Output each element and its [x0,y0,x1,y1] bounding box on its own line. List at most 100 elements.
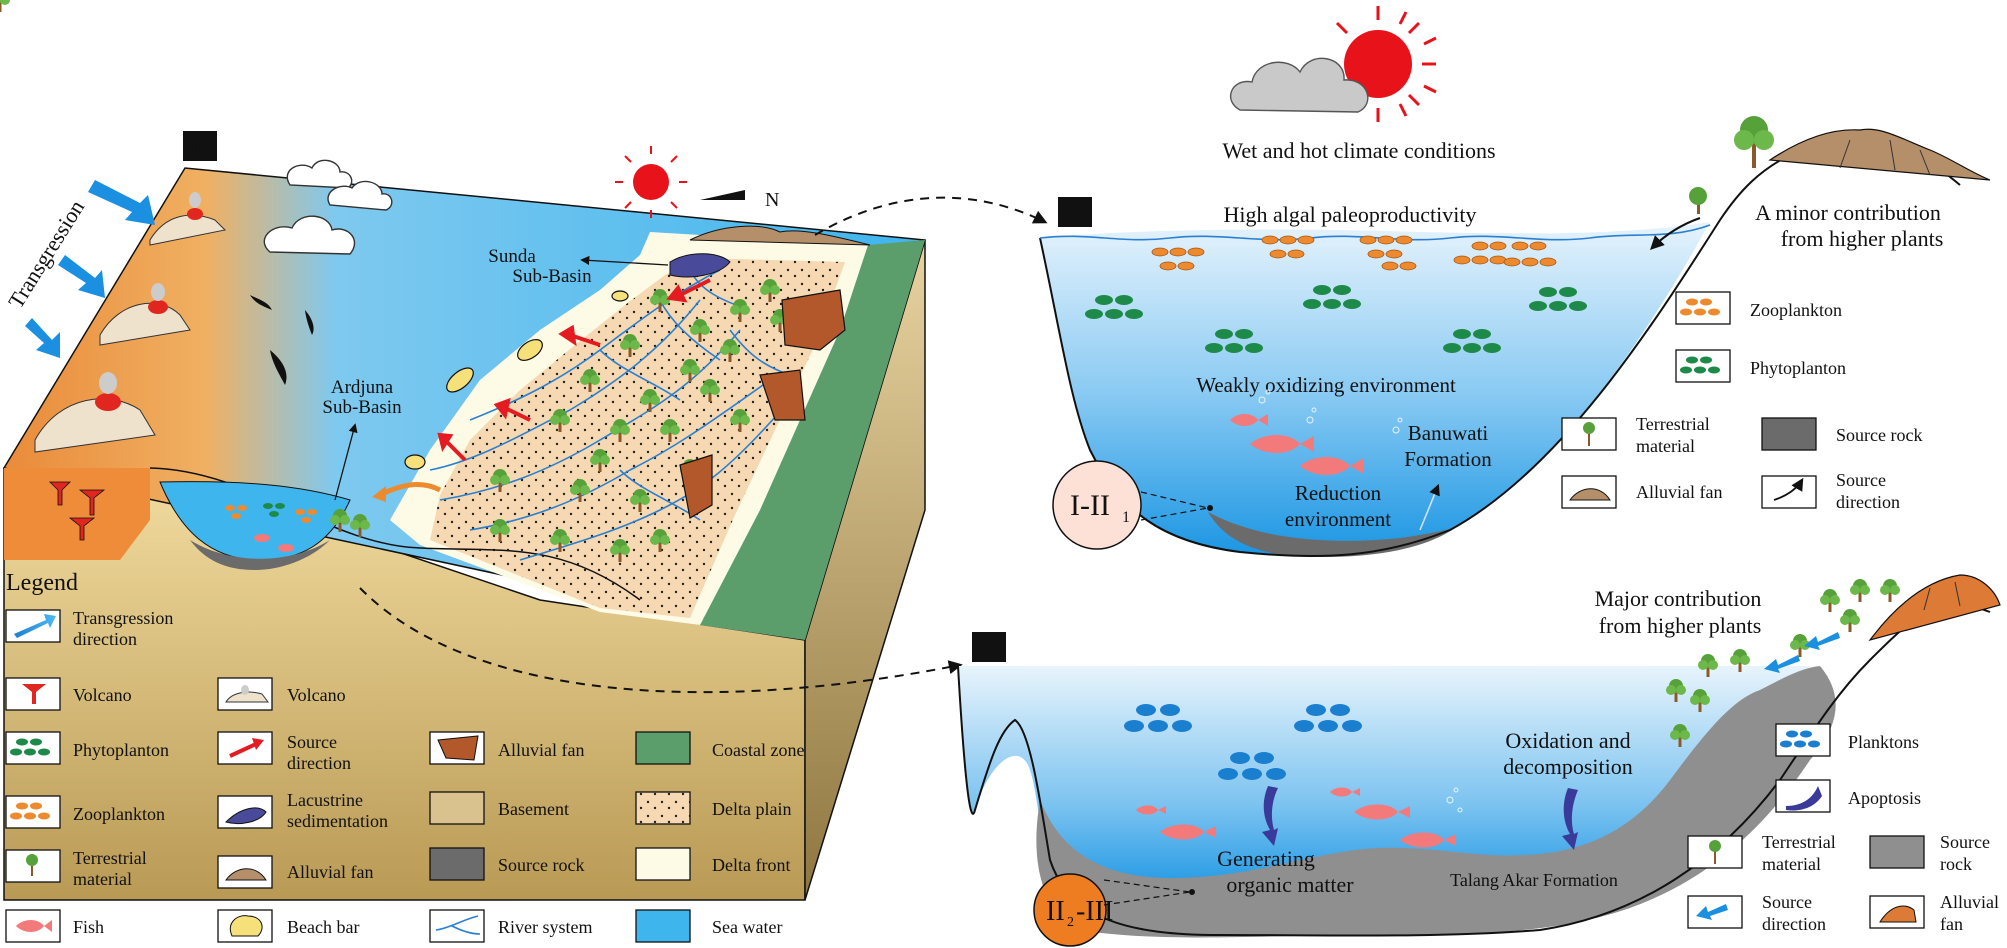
source-arrows-c [1764,632,1840,673]
generating-label-2: organic matter [1226,872,1354,897]
fish-b [1230,414,1364,475]
sunda-label-1: Sunda [488,246,536,267]
svg-text:Basement: Basement [498,799,569,819]
svg-text:B: B [1066,200,1081,225]
badge-a [183,131,217,161]
svg-text:direction: direction [287,753,351,773]
minor-contribution-1: A minor contribution [1755,200,1941,225]
svg-text:material: material [1762,854,1821,874]
zooplankton-b [1151,235,1557,271]
legend-a: Legend Transgression direction Volcano P… [5,570,804,943]
delta-trees [0,0,790,562]
basin-plankton [225,503,317,552]
svg-text:Source: Source [1836,470,1886,490]
talang-label: Talang Akar Formation [1450,870,1618,890]
svg-text:Phytoplanton: Phytoplanton [1750,358,1846,378]
phytoplankton-b [1085,285,1587,353]
front-volcanoes [49,481,106,541]
major-contribution-1: Major contribution [1595,586,1762,611]
panel-c: C Major contribution from higher plants … [957,574,2001,947]
ardjuna-label-1: Ardjuna [331,377,394,398]
weakly-oxidizing-label: Weakly oxidizing environment [1196,373,1456,397]
svg-text:Source: Source [1762,892,1812,912]
svg-text:Alluvial fan: Alluvial fan [498,740,584,760]
svg-text:Fish: Fish [73,917,104,937]
svg-text:Coastal zone: Coastal zone [712,740,804,760]
connector-to-b [814,196,1048,236]
sunda-label-2: Sub-Basin [512,266,592,287]
sun-a [615,146,687,218]
svg-text:Source: Source [287,732,337,752]
basin-c-source-rock [1036,666,1836,938]
apoptosis-c [1262,786,1578,850]
svg-text:fan: fan [1940,914,1963,934]
front-volcano-strip [4,468,150,560]
svg-text:C: C [980,635,995,660]
badge-c [972,632,1006,662]
svg-text:direction: direction [1836,492,1900,512]
legend-c: Planktons Apoptosis Terrestrial material… [1687,723,1999,934]
clouds-a [263,159,393,255]
svg-text:A: A [192,134,208,159]
basin-c-water [958,666,1810,897]
banuwati-label-1: Banuwati [1408,421,1489,445]
svg-text:material: material [73,869,132,889]
top-volcanoes [34,192,227,453]
svg-text:Transgression: Transgression [73,608,173,628]
svg-text:Source: Source [1940,832,1990,852]
legend-title: Legend [6,570,78,596]
ardjuna-basin-source-rock [190,540,330,570]
basin-b-source-rock [1208,512,1455,557]
tree-b [1689,116,1774,214]
delta-plain [430,258,845,618]
svg-text:Beach bar: Beach bar [287,917,359,937]
svg-text:II: II [1046,896,1065,927]
svg-text:Zooplankton: Zooplankton [73,804,165,824]
svg-text:Alluvial fan: Alluvial fan [1636,482,1722,502]
lacustrine-lake [669,253,731,278]
legend-b: Zooplankton Phytoplanton Terrestrial mat… [1561,291,1922,512]
back-mountain [689,225,871,246]
birds [250,295,314,385]
type-ii2-iii-circle [1033,873,1107,947]
alluvial-fans-a [679,289,846,519]
fish-c [1136,787,1456,848]
svg-text:Source rock: Source rock [1836,425,1922,445]
banuwati-label-2: Formation [1404,447,1492,471]
transgression-arrows [25,180,155,358]
climate-icon [1229,6,1437,122]
oxidation-label-2: decomposition [1503,754,1633,779]
mountain-b [1768,128,1991,181]
svg-text:2: 2 [1067,915,1074,930]
svg-text:Alluvial: Alluvial [1940,892,1999,912]
svg-text:1: 1 [1122,509,1130,526]
svg-text:Terrestrial: Terrestrial [73,848,147,868]
ardjuna-basin-water [159,481,351,561]
svg-text:direction: direction [1762,914,1826,934]
svg-text:Volcano: Volcano [73,685,132,705]
svg-text:Apoptosis: Apoptosis [1848,788,1921,808]
svg-text:sedimentation: sedimentation [287,811,388,831]
north-label: N [765,189,779,211]
svg-text:direction: direction [73,629,137,649]
climate-label: Wet and hot climate conditions [1222,138,1495,163]
minor-contribution-2: from higher plants [1781,226,1944,251]
svg-text:Planktons: Planktons [1848,732,1919,752]
svg-text:River system: River system [498,917,593,937]
planktons-c [1124,704,1362,780]
svg-text:Lacustrine: Lacustrine [287,790,363,810]
svg-text:material: material [1636,436,1695,456]
svg-text:rock: rock [1940,854,1972,874]
productivity-label: High algal paleoproductivity [1224,202,1477,227]
svg-text:Volcano: Volcano [287,685,346,705]
svg-text:Terrestrial: Terrestrial [1636,414,1710,434]
oxidation-label-1: Oxidation and [1505,728,1630,753]
basin-c-outline [957,604,1991,937]
badge-b [1058,197,1092,227]
svg-text:I-II: I-II [1070,489,1110,522]
reduction-label-2: environment [1285,507,1391,531]
svg-text:Phytoplanton: Phytoplanton [73,740,169,760]
generating-label-1: Generating [1217,846,1315,871]
svg-text:Delta plain: Delta plain [712,799,791,819]
